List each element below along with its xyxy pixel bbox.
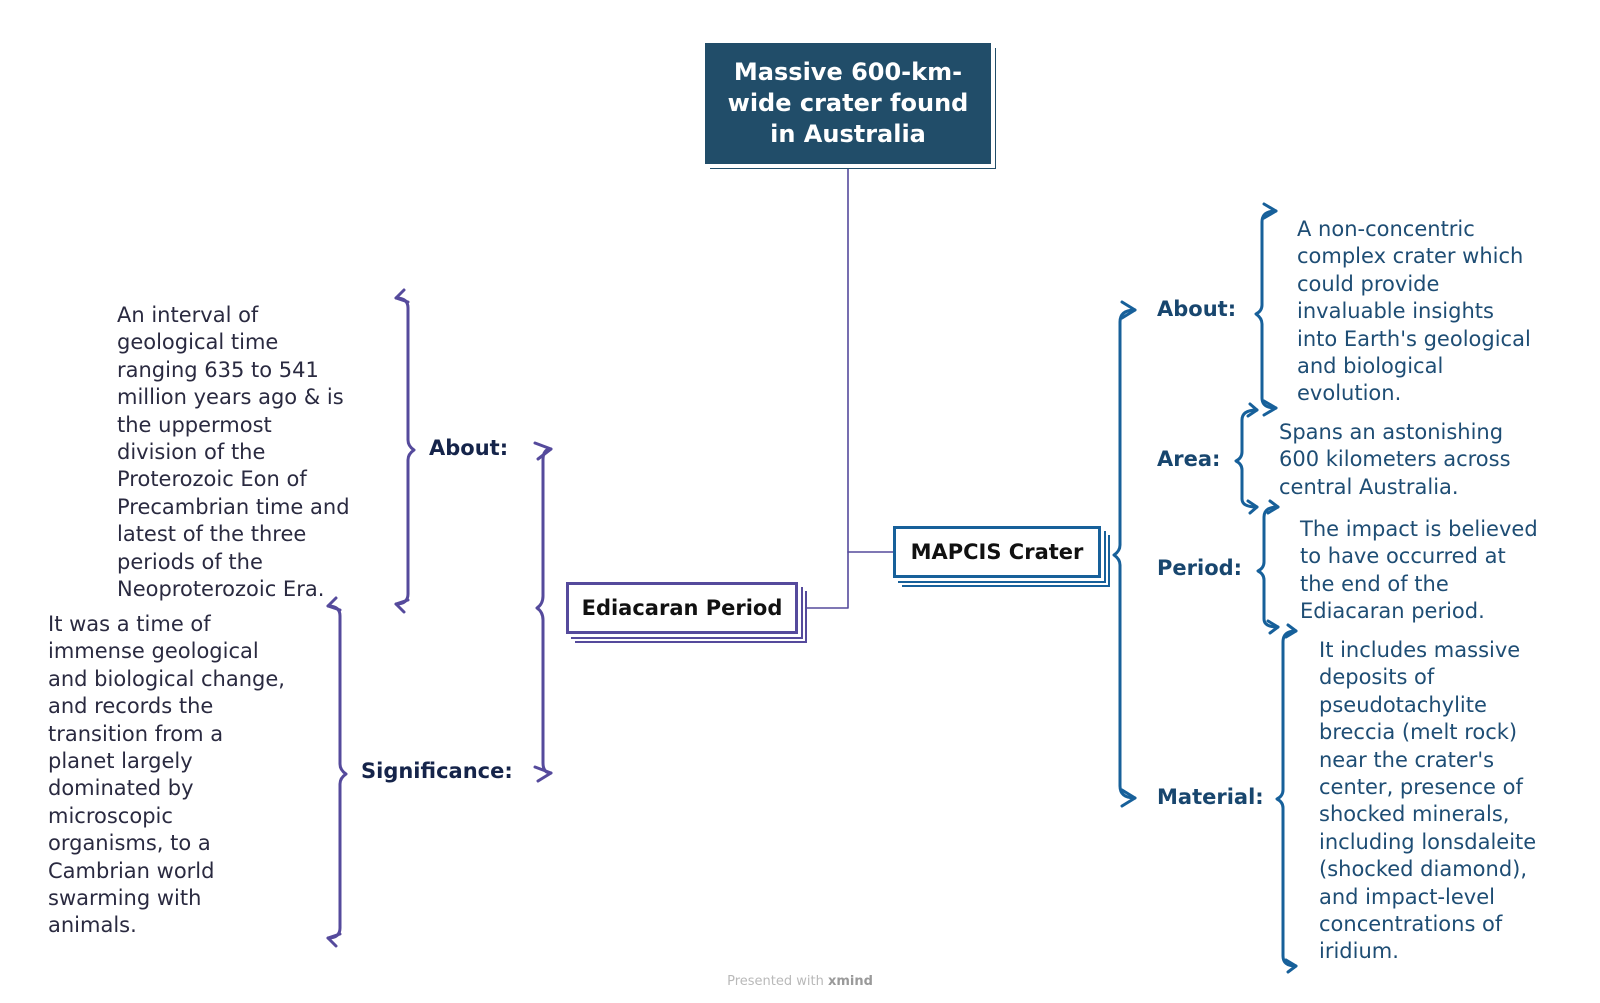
note-line: swarming with xyxy=(48,886,202,911)
brace-mapcis-material xyxy=(1275,629,1298,968)
note-line: shocked minerals, xyxy=(1319,802,1510,827)
arrow-mapcis-period-bottom xyxy=(1266,619,1280,635)
note-line: transition from a xyxy=(48,721,224,746)
topic-mapcis-label: MAPCIS Crater xyxy=(910,540,1084,564)
connector-central-to-ediacaran xyxy=(804,165,849,609)
arrow-ediacaran-about-bottom xyxy=(394,598,410,614)
ediacaran-about-label[interactable]: About: xyxy=(429,436,509,460)
note-line: immense geological xyxy=(48,639,259,664)
note-line: center, presence of xyxy=(1319,775,1523,800)
arrow-mapcis-area-top xyxy=(1246,402,1259,418)
note-line: dominated by xyxy=(48,776,194,801)
arrow-mapcis-about xyxy=(1120,300,1137,320)
arrow-mapcis-area-bottom xyxy=(1246,499,1259,515)
ediacaran-significance-label[interactable]: Significance: xyxy=(361,759,513,783)
note-line: Cambrian world xyxy=(48,858,215,883)
mapcis-period-label[interactable]: Period: xyxy=(1157,556,1243,580)
note-line: 600 kilometers across xyxy=(1279,447,1511,472)
note-line: into Earth's geological xyxy=(1297,326,1531,351)
arrow-ediacaran-significance-top xyxy=(326,596,342,612)
note-line: central Australia. xyxy=(1279,474,1459,499)
arrow-mapcis-material-top xyxy=(1284,623,1298,639)
note-line: invaluable insights xyxy=(1297,299,1494,324)
note-line: It was a time of xyxy=(48,612,211,636)
mapcis-material-label[interactable]: Material: xyxy=(1157,785,1264,809)
note-line: animals. xyxy=(48,913,137,938)
brace-mapcis xyxy=(1112,308,1137,800)
xmind-logo: xmind xyxy=(827,974,873,989)
mapcis-area-label[interactable]: Area: xyxy=(1157,447,1221,471)
note-line: A non-concentric xyxy=(1297,217,1475,241)
note-line: the uppermost xyxy=(117,412,272,437)
note-line: pseudotachylite xyxy=(1319,692,1487,717)
note-line: the end of the xyxy=(1300,571,1449,596)
note-line: organisms, to a xyxy=(48,831,211,856)
note-line: geological time xyxy=(117,330,279,355)
note-line: deposits of xyxy=(1319,665,1435,690)
note-line: and records the xyxy=(48,694,214,719)
note-line: microscopic xyxy=(48,803,173,828)
note-line: An interval of xyxy=(117,303,259,327)
arrow-ediacaran-about-top xyxy=(394,288,410,304)
brace-mapcis-about xyxy=(1254,209,1278,410)
brace-ediacaran-about xyxy=(394,296,416,606)
arrow-mapcis-about-top xyxy=(1262,202,1278,220)
brace-mapcis-area xyxy=(1234,408,1259,509)
topic-mapcis-crater[interactable]: MAPCIS Crater xyxy=(893,526,1101,578)
central-topic[interactable]: Massive 600-km-wide crater found in Aust… xyxy=(705,43,991,164)
note-line: near the crater's xyxy=(1319,747,1495,772)
note-line: Precambrian time and xyxy=(117,494,350,519)
note-line: (shocked diamond), xyxy=(1319,857,1528,882)
arrow-mapcis-material-bottom xyxy=(1284,958,1298,974)
note-line: and biological xyxy=(1297,354,1444,379)
arrow-mapcis-about-bottom xyxy=(1262,399,1278,417)
note-line: and impact-level xyxy=(1319,884,1495,909)
arrow-mapcis-period-top xyxy=(1266,499,1280,515)
note-line: to have occurred at xyxy=(1300,544,1506,569)
note-line: million years ago & is xyxy=(117,385,344,410)
note-line: Ediacaran period. xyxy=(1300,599,1485,624)
footer-credit: Presented with xmind xyxy=(0,974,1600,989)
arrow-ediacaran-significance-bottom xyxy=(326,932,342,948)
central-topic-title: Massive 600-km-wide crater found in Aust… xyxy=(727,58,969,148)
brace-mapcis-period xyxy=(1256,505,1280,629)
note-line: concentrations of xyxy=(1319,912,1503,937)
mapcis-about-label[interactable]: About: xyxy=(1157,297,1237,321)
note-line: could provide xyxy=(1297,271,1440,296)
note-line: and biological change, xyxy=(48,666,285,691)
note-line: It includes massive xyxy=(1319,638,1521,662)
note-line: breccia (melt rock) xyxy=(1319,720,1518,745)
arrow-mapcis-material xyxy=(1120,788,1137,808)
brace-ediacaran xyxy=(535,447,553,775)
note-line: periods of the xyxy=(117,549,263,574)
note-line: planet largely xyxy=(48,749,193,774)
mapcis-period-note: The impact is believed to have occurred a… xyxy=(1300,516,1538,626)
note-line: ranging 635 to 541 xyxy=(117,357,319,382)
note-line: Neoproterozoic Era. xyxy=(117,577,325,602)
note-line: The impact is believed xyxy=(1300,517,1538,541)
note-line: including lonsdaleite xyxy=(1319,829,1537,854)
note-line: division of the xyxy=(117,440,266,465)
footer-prefix: Presented with xyxy=(727,974,824,989)
note-line: Proterozoic Eon of xyxy=(117,467,307,492)
note-line: evolution. xyxy=(1297,381,1402,406)
note-line: latest of the three xyxy=(117,522,307,547)
note-line: Spans an astonishing xyxy=(1279,420,1504,444)
topic-ediacaran-label: Ediacaran Period xyxy=(581,596,783,620)
arrow-ediacaran-significance xyxy=(533,765,553,783)
arrow-ediacaran-about xyxy=(533,441,553,461)
topic-ediacaran-period[interactable]: Ediacaran Period xyxy=(566,582,798,634)
mapcis-area-note: Spans an astonishing 600 kilometers acros… xyxy=(1279,419,1511,501)
note-line: iridium. xyxy=(1319,939,1399,964)
note-line: complex crater which xyxy=(1297,244,1524,269)
brace-ediacaran-significance xyxy=(326,604,348,940)
